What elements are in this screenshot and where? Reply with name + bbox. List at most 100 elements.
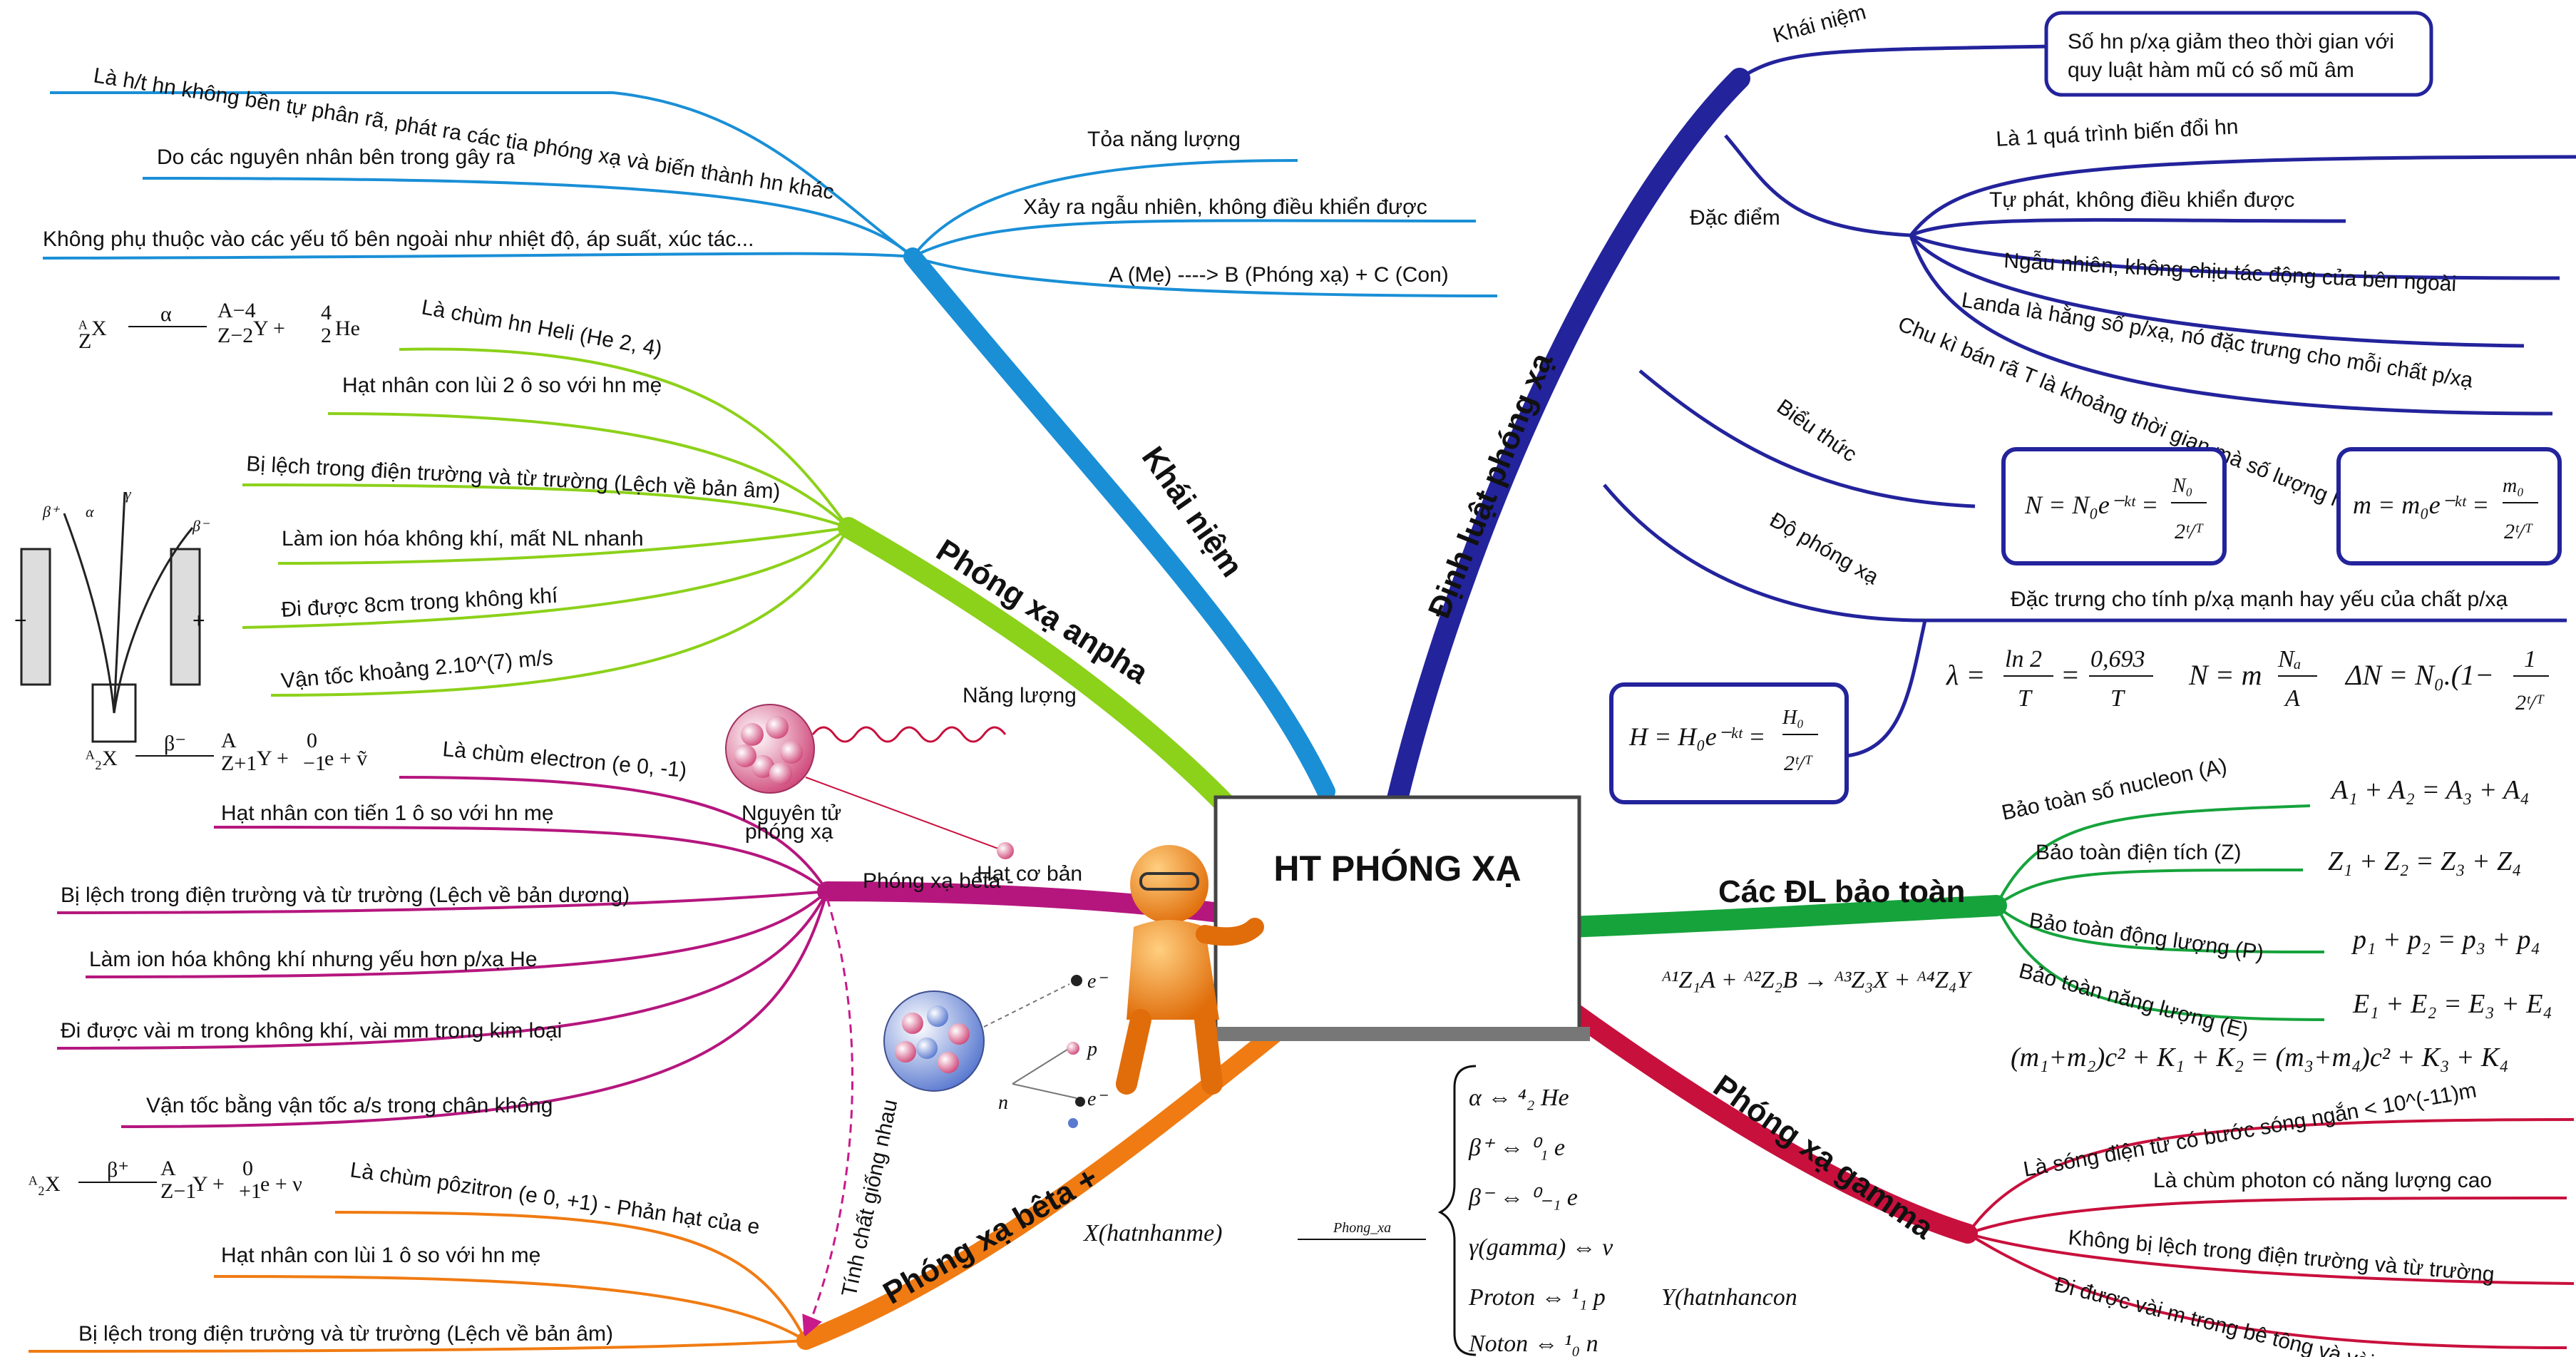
svg-text:2ᵗ/ᵀ: 2ᵗ/ᵀ [2175,520,2204,543]
teacher-figure [1116,845,1264,1095]
similar-arrow [802,898,853,1338]
bt-eq-1: Z₁ + Z₂ = Z₃ + Z₄ [2328,846,2521,876]
svg-text:−1: −1 [303,752,326,775]
kn-item-0: Là h/t hn không bền tự phân rã, phát ra … [92,63,836,204]
title-anpha: Phóng xạ anpha [930,533,1155,691]
formula-m-box: m = m₀e⁻ᵏᵗ = m₀ 2ᵗ/ᵀ [2336,447,2562,565]
title-beta-plus: Phóng xạ bêta + [878,1160,1104,1311]
svg-text:Z: Z [78,329,91,353]
svg-text:N₀: N₀ [2172,475,2192,497]
svg-text:T: T [2110,685,2125,712]
an-item-0: Là chùm hn Heli (He 2, 4) [420,295,664,361]
svg-text:α ⇔ ⁴₂ He: α ⇔ ⁴₂ He [1469,1085,1569,1111]
kn-item-2: Không phụ thuộc vào các yếu tố bên ngoài… [43,227,754,251]
svg-text:quy luật hàm mũ có số mũ âm: quy luật hàm mũ có số mũ âm [2068,58,2354,82]
svg-text:β⁻: β⁻ [164,732,186,755]
an-item-3: Làm ion hóa không khí, mất NL nhanh [282,527,644,551]
bm-item-4: Đi được vài m trong không khí, vài mm tr… [61,1019,562,1043]
bt-eq-3: E₁ + E₂ = E₃ + E₄ [2352,989,2552,1019]
bt-reaction: ᴬ¹Z₁A + ᴬ²Z₂B → ᴬ³Z₃X + ᴬ⁴Z₄Y [1661,967,1972,993]
khai-niem-subbranches [42,91,1498,297]
svg-text:γ: γ [125,485,132,503]
particles-block: α ⇔ ⁴₂ He β⁺ ⇔ ⁰₁ e β⁻ ⇔ ⁰₋₁ e γ(gamma) … [1082,1065,1797,1357]
svg-text:0,693: 0,693 [2090,646,2145,672]
an-item-2: Bị lệch trong điện trường và từ trường (… [246,452,781,503]
formula-N-box: N = N₀e⁻ᵏᵗ = N₀ 2ᵗ/ᵀ [2001,447,2227,565]
svg-text:N = m: N = m [2188,659,2262,691]
svg-text:Z+1: Z+1 [221,752,257,775]
branch-gamma [1544,988,1978,1244]
svg-text:ΔN = N₀.(1−: ΔN = N₀.(1− [2344,659,2494,691]
bp-item-1: Hạt nhân con lùi 1 ô so với hn mẹ [221,1244,540,1267]
svg-text:=: = [2061,659,2080,691]
svg-text:ᴬ₂X: ᴬ₂X [85,747,118,770]
svg-text:λ =: λ = [1946,659,1985,691]
formula-H-box: H = H₀e⁻ᵏᵗ = H₀ 2ᵗ/ᵀ [1609,682,1849,804]
svg-text:β⁻ ⇔ ⁰₋₁ e: β⁻ ⇔ ⁰₋₁ e [1468,1184,1578,1211]
dl-dd-1: Tự phát, không điều khiển được [1989,188,2294,212]
bp-item-0: Là chùm pôzitron (e 0, +1) - Phản hạt củ… [349,1158,761,1239]
branch-dinh-luat [1387,68,1750,809]
bm-item-0: Là chùm electron (e 0, -1) [441,737,687,782]
center-board: HT PHÓNG XẠ [1205,795,1590,1041]
dl-do-phong-xa-text: Đặc trưng cho tính p/xạ mạnh hay yếu của… [2011,588,2508,611]
gm-item-0: Là sóng điện từ có bước sóng ngắn < 10^(… [2021,1078,2478,1181]
svg-text:ln 2: ln 2 [2005,646,2042,672]
svg-text:n: n [998,1092,1008,1114]
svg-text:−: − [14,609,27,633]
bt-eq-0: A₁ + A₂ = A₃ + A₄ [2329,775,2530,805]
bm-item-1: Hạt nhân con tiến 1 ô so với hn mẹ [221,802,554,825]
svg-text:Y(hatnhancon: Y(hatnhancon [1661,1284,1797,1311]
deflection-illustration: − + β⁺ α γ β⁻ [14,485,210,743]
svg-text:4: 4 [321,301,332,324]
svg-text:Nₐ: Nₐ [2277,646,2302,672]
kn-item-5: A (Mẹ) ----> B (Phóng xạ) + C (Con) [1109,263,1449,287]
dl-dac-diem-label: Đặc điểm [1690,206,1780,230]
bp-item-2: Bị lệch trong điện trường và từ trường (… [78,1322,613,1346]
beta-plus-subbranches [28,1211,807,1353]
kn-item-1: Do các nguyên nhân bên trong gây ra [157,145,515,169]
branch-bao-toan [1558,895,2007,938]
svg-text:2ᵗ/ᵀ: 2ᵗ/ᵀ [2504,520,2533,543]
dl-dd-2: Ngẫu nhiên, không chịu tác động của bên … [2003,249,2457,296]
svg-text:A−4: A−4 [217,299,256,322]
svg-text:Y +: Y + [193,1172,225,1196]
svg-text:e + ν: e + ν [260,1172,302,1196]
svg-text:e⁻: e⁻ [1087,971,1108,993]
branch-anpha [838,517,1251,831]
svg-text:2ᵗ/ᵀ: 2ᵗ/ᵀ [1784,752,1813,775]
gm-item-2: Không bị lệch trong điện trường và từ tr… [2067,1226,2495,1286]
svg-text:0: 0 [242,1157,253,1180]
svg-text:Y +: Y + [253,317,285,340]
kn-item-3: Tỏa năng lượng [1087,128,1241,151]
center-title: HT PHÓNG XẠ [1273,849,1521,889]
svg-text:e + ṽ: e + ṽ [324,747,367,770]
gm-item-1: Là chùm photon có năng lượng cao [2153,1169,2492,1192]
bt-eq-2: p₁ + p₂ = p₃ + p₄ [2351,925,2540,955]
svg-text:Số hn p/xạ giảm theo thời gian: Số hn p/xạ giảm theo thời gian với [2068,30,2394,53]
svg-text:Proton ⇔ ¹₁ p: Proton ⇔ ¹₁ p [1468,1284,1606,1311]
dinh-luat-subbranches [1603,44,2576,758]
svg-text:1: 1 [2524,646,2536,672]
svg-text:H₀: H₀ [1782,707,1804,729]
bm-item-2: Bị lệch trong điện trường và từ trường (… [61,884,630,907]
svg-text:Z−1: Z−1 [160,1179,196,1203]
svg-text:m = m₀e⁻ᵏᵗ =: m = m₀e⁻ᵏᵗ = [2353,491,2489,519]
branch-khai-niem [903,247,1335,801]
svg-text:β⁺ ⇔ ⁰₁ e: β⁺ ⇔ ⁰₁ e [1468,1135,1565,1161]
energy-label: Năng lượng [963,684,1077,707]
svg-text:H = H₀e⁻ᵏᵗ =: H = H₀e⁻ᵏᵗ = [1628,722,1765,751]
title-khai-niem: Khái niệm [1135,441,1250,583]
dl-khai-niem-box: Số hn p/xạ giảm theo thời gian với quy l… [2044,11,2433,97]
svg-text:m₀: m₀ [2503,475,2524,497]
beta-minus-equation: ᴬ₂X β⁻ A Z+1 Y + 0 −1 e + ṽ [85,729,367,775]
dl-dd-0: Là 1 quá trình biến đổi hn [1996,115,2239,151]
kn-item-4: Xảy ra ngẫu nhiên, không điều khiển được [1023,195,1427,219]
title-beta-minus: Phóng xạ bêta - [863,869,1014,893]
bt-eq-4: (m₁+m₂)c² + K₁ + K₂ = (m₃+m₄)c² + K₃ + K… [2011,1043,2508,1072]
dl-khai-niem-label: Khái niệm [1770,0,1868,47]
svg-text:T: T [2018,685,2033,712]
alpha-illustration: Năng lượng Nguyên tử phóng xạ Hạt cơ bản [725,684,1082,886]
alpha-equation: ᴬ Z X α A−4 Z−2 Y + 4 2 He [78,299,360,353]
gamma-subbranches [1966,1118,2575,1349]
